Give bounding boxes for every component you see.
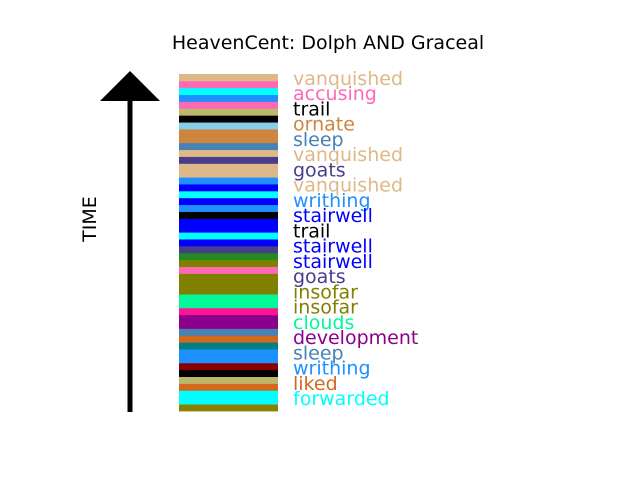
timeline-segment xyxy=(179,266,278,274)
segment-label: vanquished xyxy=(293,68,403,90)
segment-label: forwarded xyxy=(293,388,390,410)
segment-label: goats xyxy=(293,266,346,288)
timeline-segment xyxy=(179,156,278,164)
timeline-segment xyxy=(179,349,278,357)
timeline-segment xyxy=(179,383,278,391)
segment-label: writhing xyxy=(293,358,371,380)
chart-title: HeavenCent: Dolph AND Graceal xyxy=(172,32,484,54)
timeline-segment xyxy=(179,170,278,178)
segment-label: liked xyxy=(293,373,338,395)
timeline-segment xyxy=(179,204,278,212)
timeline-segment xyxy=(179,101,278,109)
timeline-segment xyxy=(179,314,278,322)
timeline-segment xyxy=(179,218,278,226)
timeline-segment xyxy=(179,232,278,240)
segment-label: development xyxy=(293,327,418,349)
segment-label: clouds xyxy=(293,312,354,334)
timeline-segment xyxy=(179,115,278,123)
timeline-segment xyxy=(179,280,278,288)
timeline-segment xyxy=(179,108,278,116)
timeline-segment xyxy=(179,239,278,247)
timeline-segment xyxy=(179,355,278,364)
timeline-bar xyxy=(179,74,278,412)
timeline-segment xyxy=(179,135,278,144)
timeline-segment xyxy=(179,300,278,309)
timeline-segment xyxy=(179,94,278,102)
timeline-segment xyxy=(179,184,278,192)
timeline-segment xyxy=(179,74,278,82)
timeline-segment xyxy=(179,335,278,343)
timeline-segment xyxy=(179,259,278,267)
segment-label: stairwell xyxy=(293,251,373,273)
time-arrow-head-icon xyxy=(100,71,160,101)
segment-label: trail xyxy=(293,99,330,121)
segment-label: sleep xyxy=(293,342,344,364)
timeline-segment xyxy=(179,87,278,96)
y-axis-label: TIME xyxy=(79,196,101,243)
timeline-segment xyxy=(179,390,278,398)
timeline-segment xyxy=(179,177,278,185)
timeline-segment xyxy=(179,80,278,89)
timeline-segment xyxy=(179,197,278,206)
timeline-segment xyxy=(179,294,278,302)
timeline-segment xyxy=(179,376,278,384)
timeline-segment xyxy=(179,163,278,171)
segment-label: accusing xyxy=(293,83,377,105)
timeline-segment xyxy=(179,273,278,281)
timeline-segment xyxy=(179,307,278,316)
segment-label: sleep xyxy=(293,129,344,151)
timeline-segment xyxy=(179,122,278,130)
timeline-segment xyxy=(179,321,278,329)
segment-label: vanquished xyxy=(293,175,403,197)
segment-label: goats xyxy=(293,159,346,181)
segment-label: stairwell xyxy=(293,205,373,227)
timeline-segment xyxy=(179,342,278,350)
segment-label: trail xyxy=(293,220,330,242)
timeline-segment xyxy=(179,190,278,199)
timeline-segment xyxy=(179,142,278,151)
segment-label: writhing xyxy=(293,190,371,212)
timeline-segment xyxy=(179,149,278,157)
segment-label: insofar xyxy=(293,297,358,319)
timeline-segment xyxy=(179,129,278,137)
timeline-segment xyxy=(179,245,278,254)
timeline-segment xyxy=(179,225,278,233)
segment-label: ornate xyxy=(293,114,355,136)
timeline-segment xyxy=(179,211,278,219)
timeline-segment xyxy=(179,328,278,336)
segment-label: insofar xyxy=(293,281,358,303)
timeline-segment xyxy=(179,252,278,261)
timeline-segment xyxy=(179,397,278,405)
segment-label: stairwell xyxy=(293,236,373,258)
timeline-segment xyxy=(179,369,278,378)
timeline-segment xyxy=(179,404,278,412)
timeline-segment xyxy=(179,362,278,371)
segment-labels: vanquishedaccusingtrailornatesleepvanqui… xyxy=(293,68,418,410)
timeline-segment xyxy=(179,287,278,295)
segment-label: vanquished xyxy=(293,144,403,166)
